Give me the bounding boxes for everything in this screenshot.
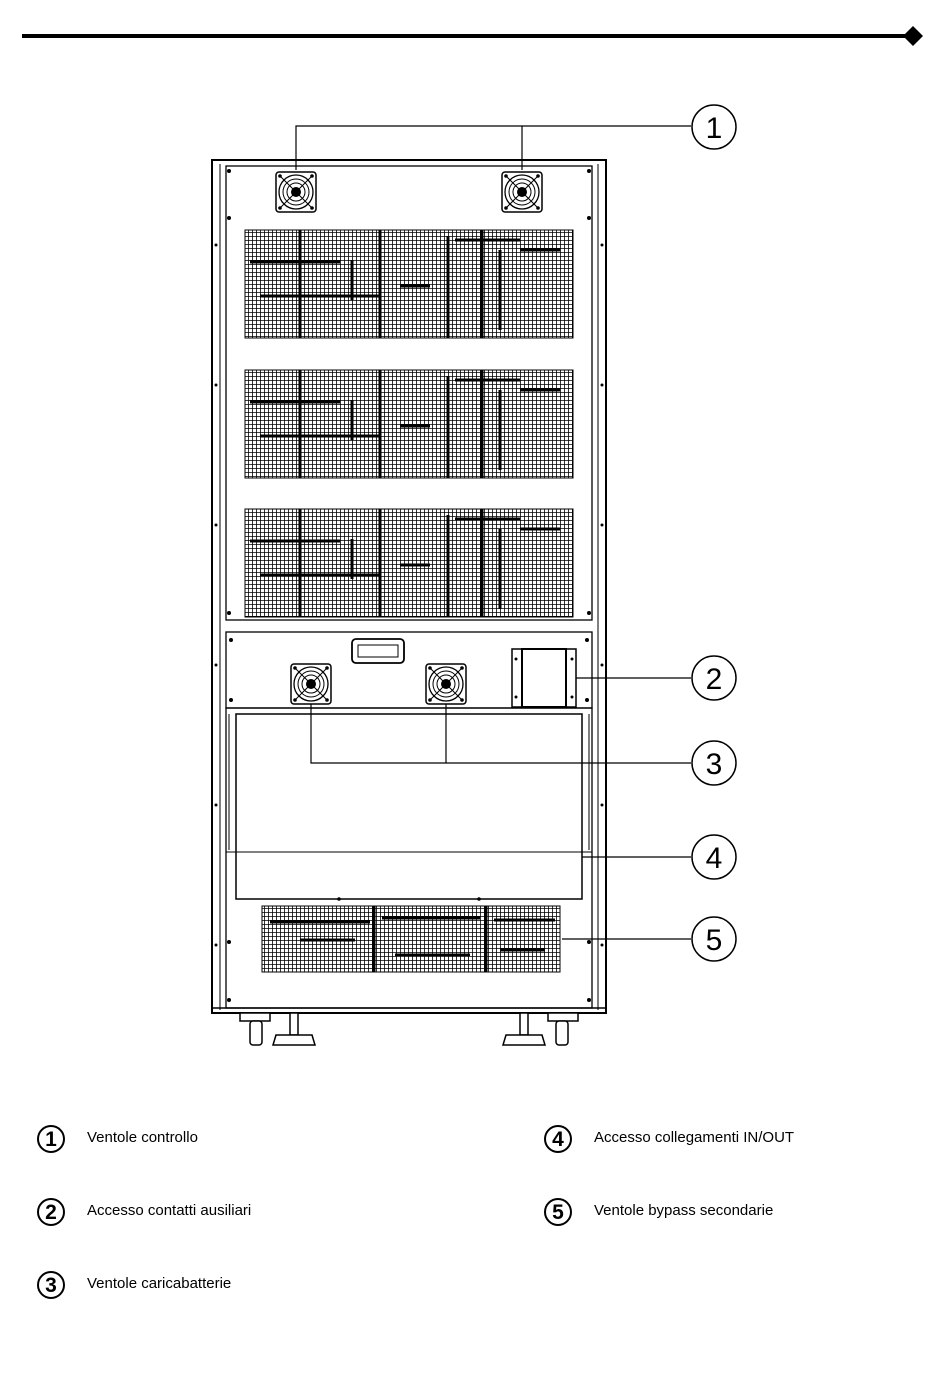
header-rule [22,26,923,46]
callout-marker-5: 5 [692,917,736,961]
cabinet-feet [240,1013,578,1045]
svg-text:1: 1 [706,112,723,145]
charger-fan-icon [426,664,466,704]
power-module-grille [245,509,573,617]
legend-label: Accesso collegamenti IN/OUT [594,1129,794,1146]
svg-text:4: 4 [706,842,723,875]
auxiliary-contacts-box [512,649,576,707]
in-out-access-panel [226,714,592,899]
control-fan-icon [276,172,316,212]
legend-item-4: 4 Accesso collegamenti IN/OUT [544,1123,572,1155]
legend-badge: 2 [37,1198,65,1226]
legend-label: Ventole controllo [87,1129,198,1146]
charger-fan-icon [291,664,331,704]
callout-marker-4: 4 [692,835,736,879]
display-panel [352,639,404,663]
control-fan-icon [502,172,542,212]
power-module-grille [245,370,573,478]
legend-label: Ventole bypass secondarie [594,1202,773,1219]
legend-item-1: 1 Ventole controllo [37,1123,65,1155]
legend-badge: 3 [37,1271,65,1299]
callout-marker-1: 1 [692,105,736,149]
legend-label: Ventole caricabatterie [87,1275,231,1292]
legend-item-5: 5 Ventole bypass secondarie [544,1196,572,1228]
callout-marker-2: 2 [692,656,736,700]
bypass-fan-grille [262,906,560,972]
legend-badge: 1 [37,1125,65,1153]
legend-item-2: 2 Accesso contatti ausiliari [37,1196,65,1228]
legend-label: Accesso contatti ausiliari [87,1202,251,1219]
callout-marker-3: 3 [692,741,736,785]
legend-badge: 5 [544,1198,572,1226]
svg-text:3: 3 [706,748,723,781]
svg-text:5: 5 [706,924,723,957]
legend-badge: 4 [544,1125,572,1153]
svg-text:2: 2 [706,663,723,696]
power-module-grille [245,230,573,338]
legend-item-3: 3 Ventole caricabatterie [37,1269,65,1301]
